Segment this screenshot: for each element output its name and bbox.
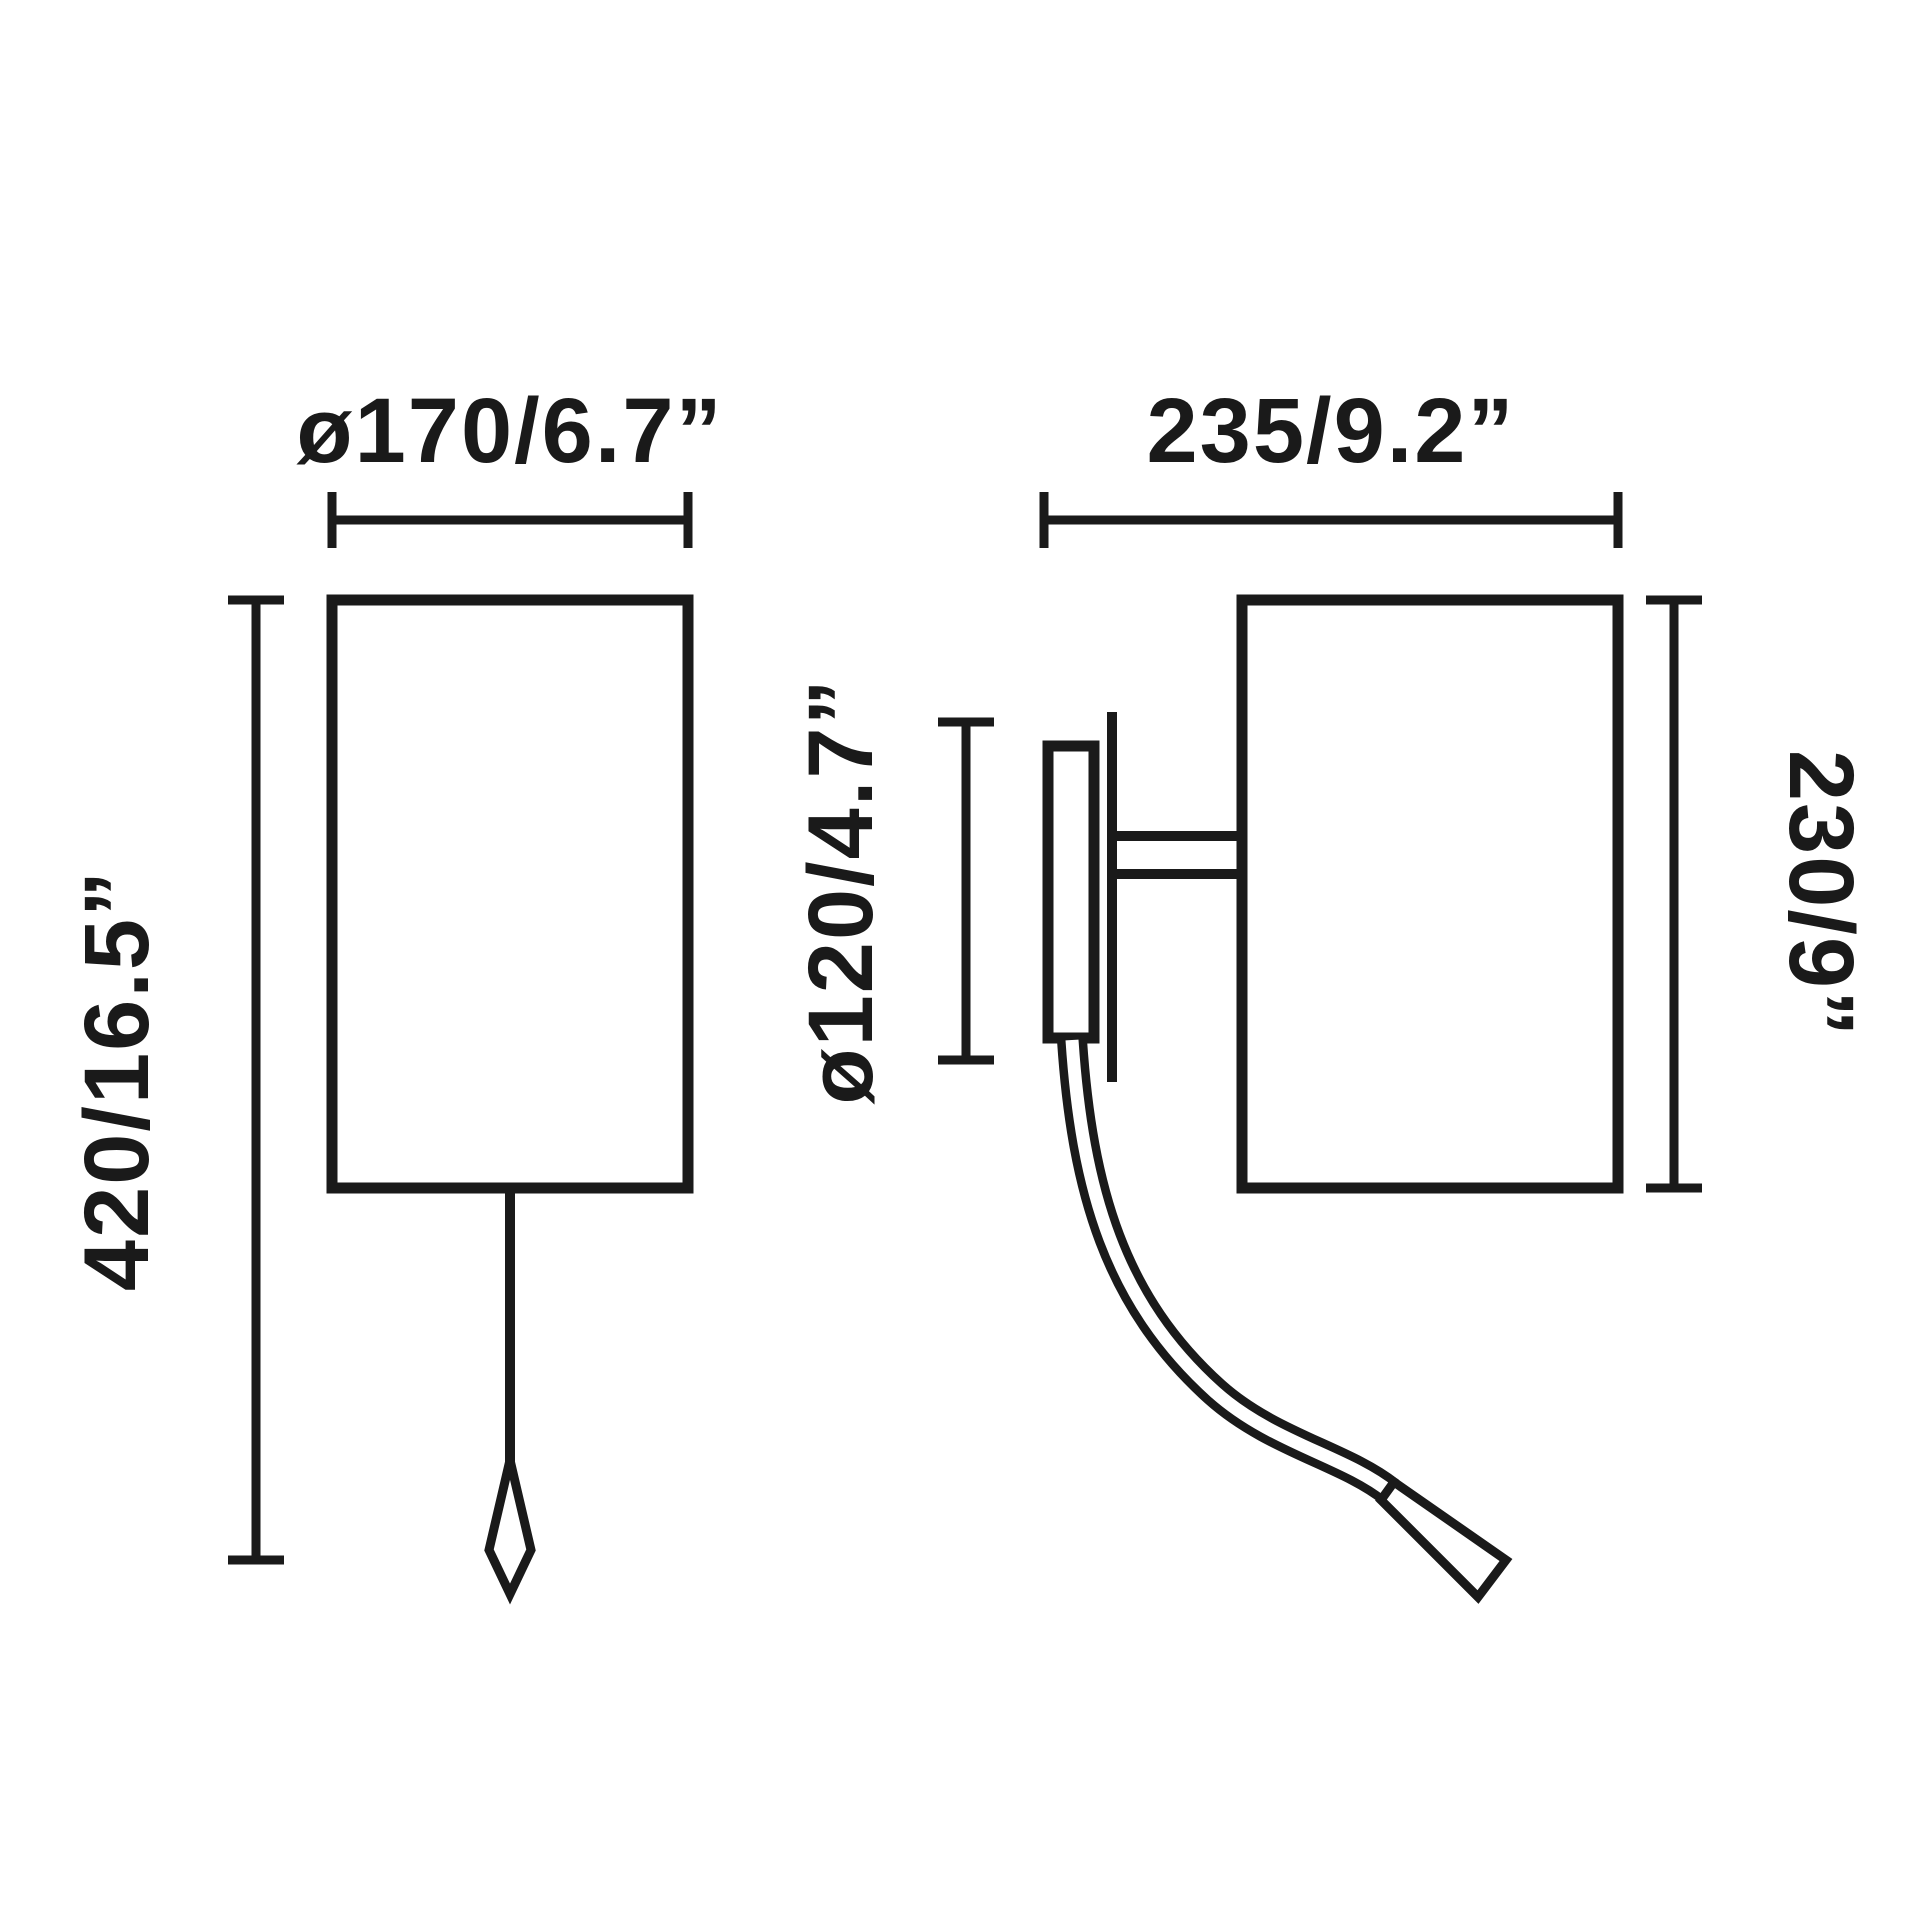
side-height-dimension: 230/9” bbox=[1646, 595, 1872, 1193]
front-width-dimension: ø170/6.7” bbox=[296, 380, 723, 548]
plate-diameter-dimension: ø120/4.7” bbox=[790, 677, 994, 1105]
reading-arm-inner bbox=[1065, 1039, 1395, 1498]
support-arm bbox=[1107, 831, 1247, 879]
plate-diameter-label: ø120/4.7” bbox=[790, 677, 892, 1104]
side-shade-outline bbox=[1236, 594, 1624, 1194]
reading-head bbox=[1375, 1475, 1513, 1604]
side-depth-dimension: 235/9.2” bbox=[1039, 380, 1623, 548]
side-depth-label: 235/9.2” bbox=[1147, 380, 1516, 482]
reading-arm bbox=[1057, 1038, 1513, 1604]
wall-plate-outline bbox=[1042, 740, 1100, 1044]
side-view: 235/9.2” ø120/4.7” bbox=[790, 380, 1872, 1604]
front-view: ø170/6.7” 420/16.5” bbox=[66, 380, 723, 1605]
side-height-label: 230/9” bbox=[1770, 750, 1872, 1038]
front-shade-outline bbox=[326, 594, 694, 1194]
front-width-label: ø170/6.7” bbox=[296, 380, 723, 482]
front-height-label: 420/16.5” bbox=[66, 869, 168, 1291]
pull-cord-handle bbox=[484, 1458, 536, 1605]
front-height-dimension: 420/16.5” bbox=[66, 595, 284, 1565]
